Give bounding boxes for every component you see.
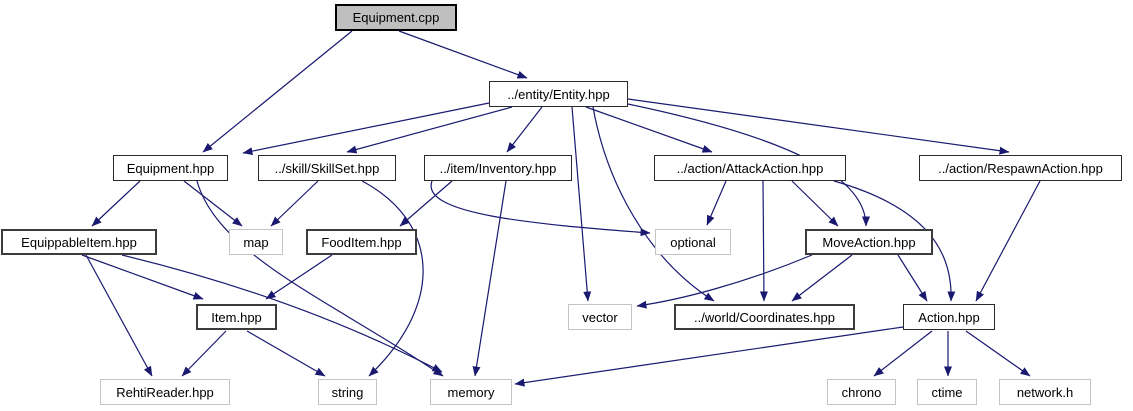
edge-skillset_hpp-string bbox=[361, 180, 424, 377]
graph-node-network_h: network.h bbox=[999, 379, 1091, 405]
edge-equipment_hpp-equippableitem_hpp bbox=[91, 180, 141, 227]
graph-node-coordinates_hpp[interactable]: ../world/Coordinates.hpp bbox=[674, 304, 855, 330]
graph-node-rehtireader_hpp: RehtiReader.hpp bbox=[100, 379, 230, 405]
graph-node-action_hpp[interactable]: Action.hpp bbox=[903, 304, 995, 330]
edge-action_hpp-chrono bbox=[873, 330, 933, 377]
edge-inventory_hpp-optional bbox=[430, 180, 651, 237]
graph-node-inventory_hpp[interactable]: ../item/Inventory.hpp bbox=[424, 155, 572, 181]
graph-node-equipment_hpp[interactable]: Equipment.hpp bbox=[113, 155, 228, 181]
edge-group bbox=[81, 30, 1041, 387]
edge-entity_hpp-coordinates_hpp bbox=[592, 106, 715, 302]
graph-node-memory: memory bbox=[430, 379, 512, 405]
graph-node-equippableitem_hpp[interactable]: EquippableItem.hpp bbox=[1, 229, 157, 255]
edge-entity_hpp-skillset_hpp bbox=[346, 106, 513, 154]
graph-node-fooditem_hpp[interactable]: FoodItem.hpp bbox=[306, 229, 417, 255]
edge-entity_hpp-respawnaction_hpp bbox=[627, 98, 1010, 155]
graph-node-string: string bbox=[318, 379, 377, 405]
edge-fooditem_hpp-item_hpp bbox=[265, 254, 333, 300]
graph-node-optional: optional bbox=[655, 229, 731, 255]
graph-node-skillset_hpp[interactable]: ../skill/SkillSet.hpp bbox=[258, 155, 396, 181]
graph-node-chrono: chrono bbox=[827, 379, 896, 405]
edge-action_hpp-network_h bbox=[965, 330, 1031, 377]
edge-equipment_cpp-entity_hpp bbox=[398, 30, 528, 79]
graph-node-vector: vector bbox=[568, 304, 632, 330]
edge-item_hpp-rehtireader_hpp bbox=[181, 330, 227, 377]
edge-entity_hpp-inventory_hpp bbox=[506, 106, 543, 153]
edge-attackaction_hpp-moveaction_hpp bbox=[791, 180, 839, 227]
edge-entity_hpp-attackaction_hpp bbox=[585, 106, 713, 153]
edge-inventory_hpp-fooditem_hpp bbox=[399, 180, 453, 227]
graph-node-item_hpp[interactable]: Item.hpp bbox=[196, 304, 277, 330]
edge-inventory_hpp-memory bbox=[472, 180, 507, 377]
edge-entity_hpp-equipment_hpp bbox=[242, 102, 490, 156]
edge-action_hpp-memory bbox=[514, 326, 904, 387]
graph-node-attackaction_hpp[interactable]: ../action/AttackAction.hpp bbox=[654, 155, 846, 181]
graph-node-entity_hpp[interactable]: ../entity/Entity.hpp bbox=[489, 81, 628, 107]
edge-equippableitem_hpp-item_hpp bbox=[81, 254, 204, 300]
edge-entity_hpp-vector bbox=[571, 106, 592, 302]
graph-node-equipment_cpp: Equipment.cpp bbox=[335, 4, 457, 31]
edge-equipment_cpp-equipment_hpp bbox=[202, 30, 353, 153]
edge-equippableitem_hpp-memory bbox=[121, 254, 443, 373]
edge-attackaction_hpp-coordinates_hpp bbox=[759, 180, 768, 302]
edge-moveaction_hpp-coordinates_hpp bbox=[791, 254, 853, 302]
edge-item_hpp-string bbox=[246, 330, 326, 377]
edge-respawnaction_hpp-action_hpp bbox=[975, 180, 1041, 302]
graph-node-ctime: ctime bbox=[917, 379, 977, 405]
graph-node-respawnaction_hpp[interactable]: ../action/RespawnAction.hpp bbox=[919, 155, 1122, 181]
edge-equippableitem_hpp-rehtireader_hpp bbox=[85, 254, 153, 377]
edge-moveaction_hpp-vector bbox=[636, 254, 813, 309]
edge-attackaction_hpp-optional bbox=[706, 180, 727, 226]
edge-equipment_hpp-memory bbox=[196, 180, 444, 377]
edge-skillset_hpp-map bbox=[270, 180, 319, 227]
graph-node-moveaction_hpp[interactable]: MoveAction.hpp bbox=[805, 229, 933, 255]
graph-node-map: map bbox=[229, 229, 283, 255]
edge-equipment_hpp-map bbox=[183, 180, 243, 227]
edge-moveaction_hpp-action_hpp bbox=[897, 254, 928, 302]
